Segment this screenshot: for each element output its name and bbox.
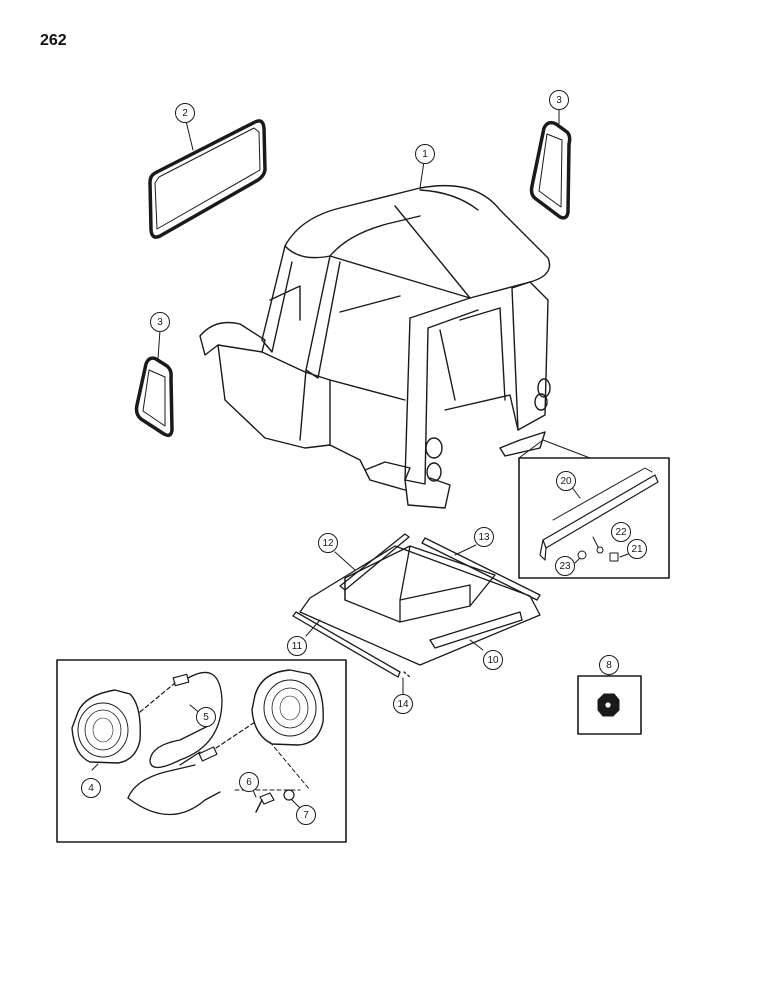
- callout-11: 11: [287, 636, 307, 656]
- callout-20: 20: [556, 471, 576, 491]
- callout-23: 23: [555, 556, 575, 576]
- floor-mat-assembly: [292, 533, 541, 696]
- detail-box-lamps: [56, 659, 347, 843]
- page-number: 262: [40, 32, 67, 49]
- quarter-window-seal-right: [529, 107, 572, 220]
- callout-10: 10: [483, 650, 503, 670]
- window-seal-rear: [148, 119, 267, 239]
- callout-3-right: 3: [549, 90, 569, 110]
- callout-14: 14: [393, 694, 413, 714]
- callout-7: 7: [296, 805, 316, 825]
- callout-4: 4: [81, 778, 101, 798]
- callout-3-left: 3: [150, 312, 170, 332]
- callout-5: 5: [196, 707, 216, 727]
- callout-12: 12: [318, 533, 338, 553]
- callout-8: 8: [599, 655, 619, 675]
- cab-frame: [199, 154, 551, 509]
- detail-box-step-bracket: [518, 439, 670, 579]
- callout-6: 6: [239, 772, 259, 792]
- callout-1: 1: [415, 144, 435, 164]
- callout-13: 13: [474, 527, 494, 547]
- quarter-window-seal-left: [134, 329, 174, 438]
- callout-2: 2: [175, 103, 195, 123]
- callout-22: 22: [611, 522, 631, 542]
- callout-21: 21: [627, 539, 647, 559]
